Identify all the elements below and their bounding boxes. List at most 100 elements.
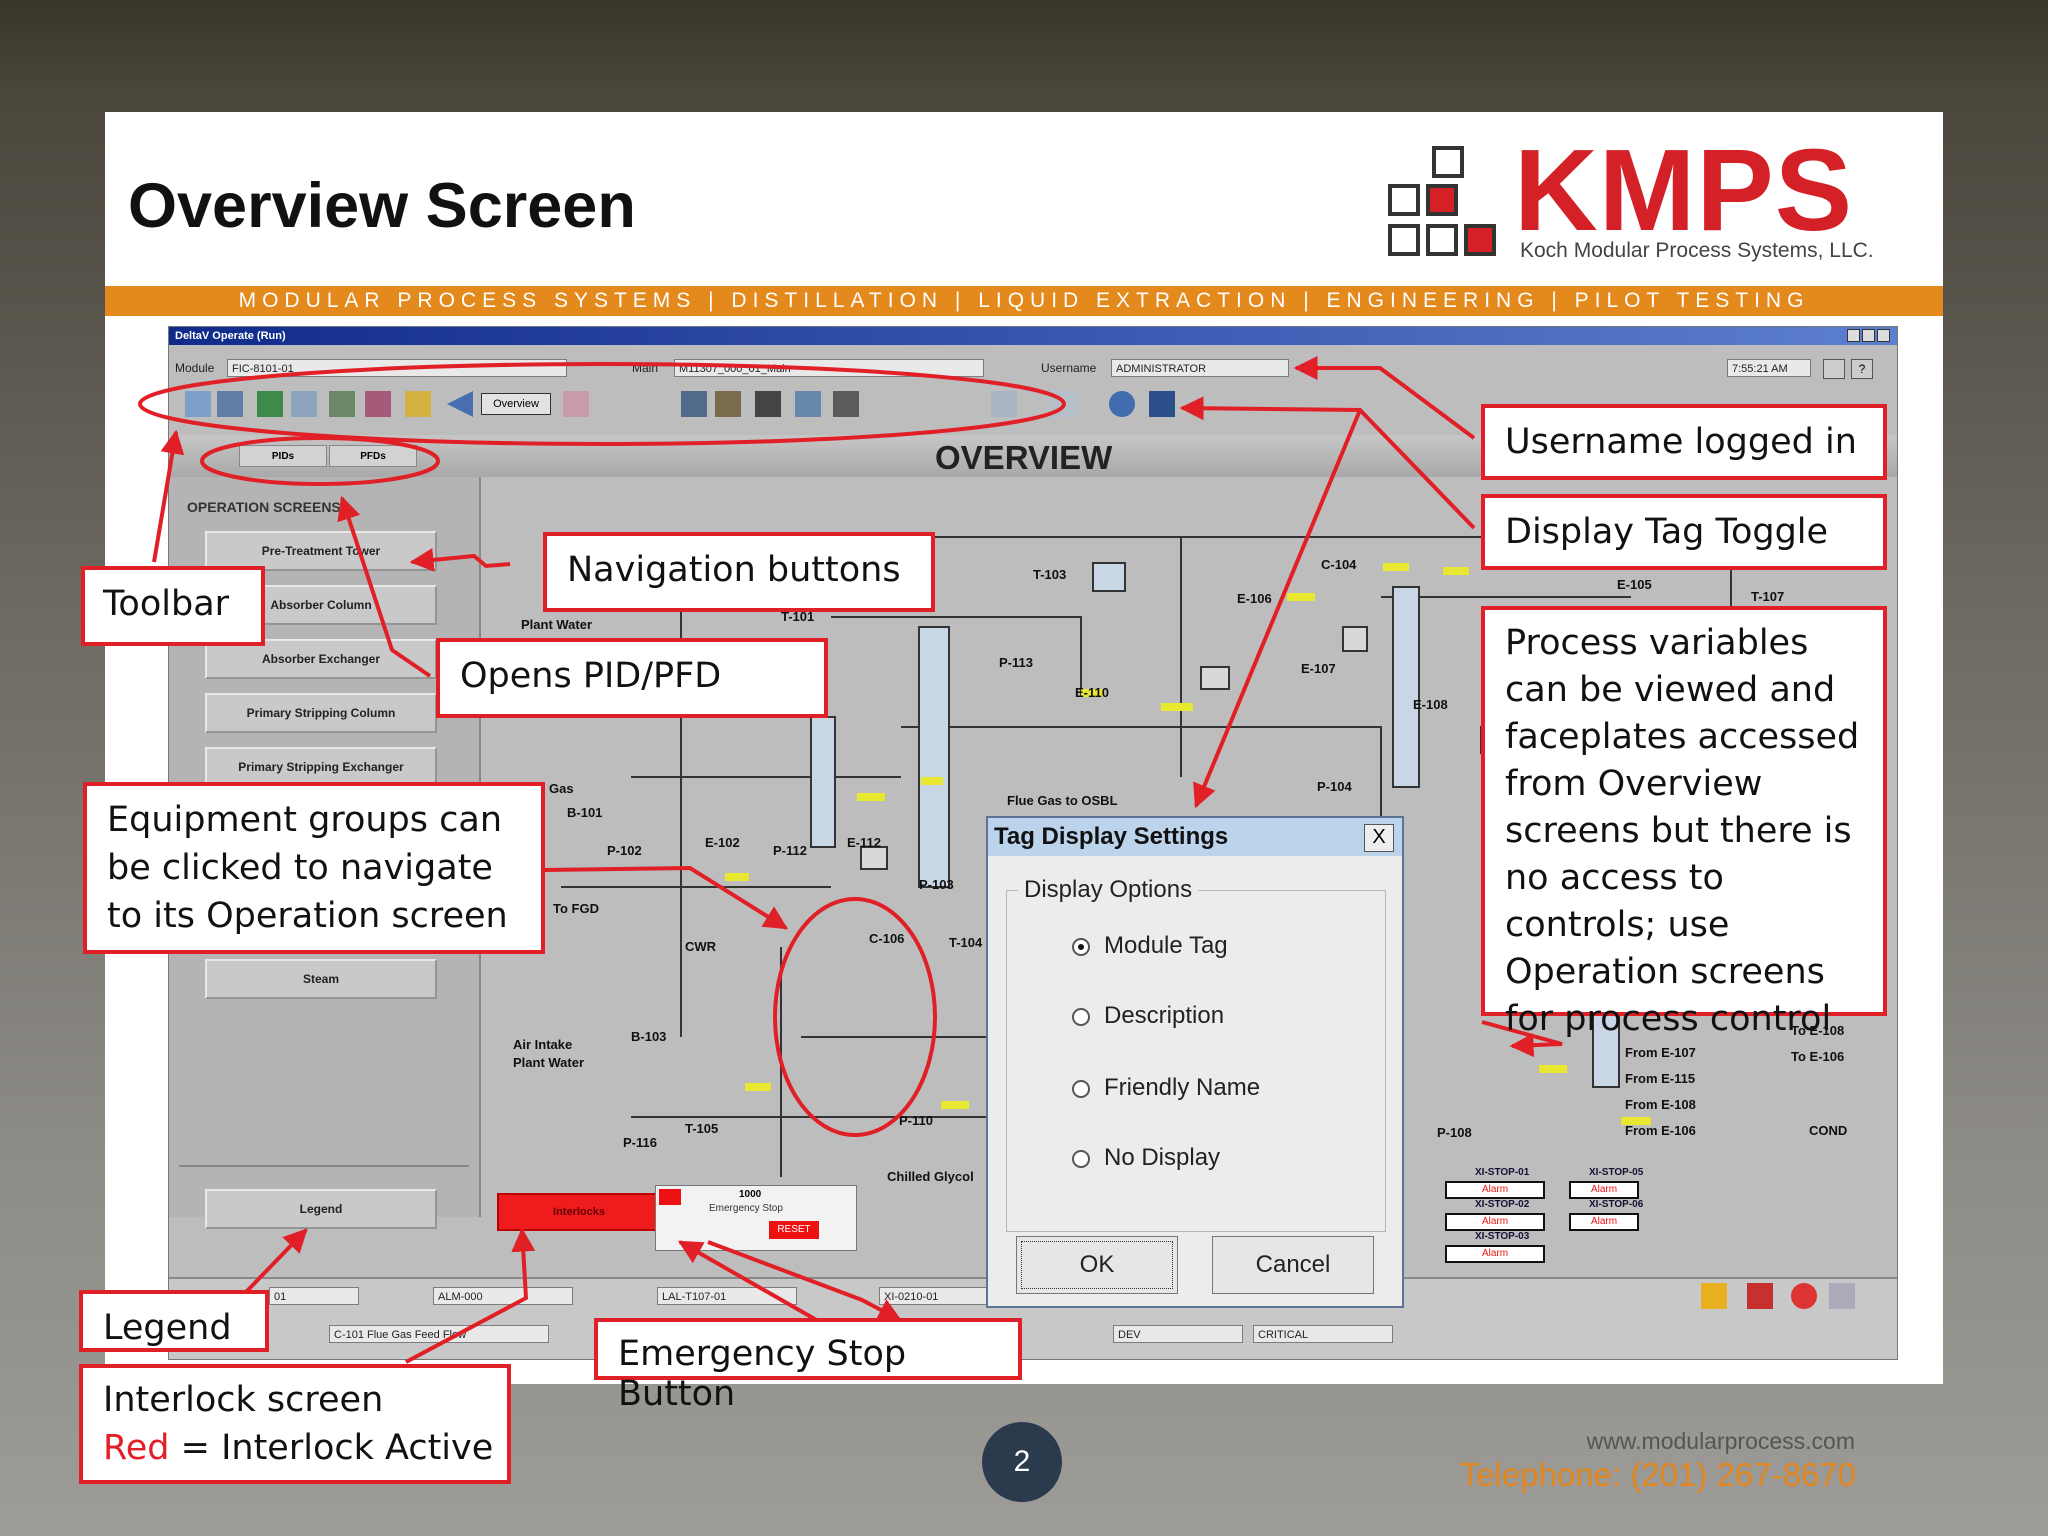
option-label: Description — [1104, 1002, 1225, 1029]
estop-label: Emergency Stop — [709, 1203, 783, 1214]
cancel-button[interactable]: Cancel — [1212, 1236, 1374, 1294]
nav-button-primary-stripping-column[interactable]: Primary Stripping Column — [205, 693, 437, 733]
stream-label: To E-106 — [1791, 1049, 1845, 1064]
estop-indicator — [659, 1189, 681, 1205]
equip-label: P-110 — [899, 1113, 933, 1128]
equip-label: T-103 — [1033, 567, 1067, 582]
home-icon[interactable] — [185, 391, 211, 417]
help-icon[interactable]: ? — [1851, 359, 1873, 379]
equip-label: P-103 — [919, 877, 954, 892]
stream-label: From E-108 — [1625, 1097, 1696, 1112]
estop-status: XI-STOP-05 — [1589, 1167, 1644, 1178]
display-icon[interactable] — [563, 391, 589, 417]
option-label: No Display — [1104, 1144, 1221, 1171]
estop-status-alarm[interactable]: Alarm — [1445, 1213, 1545, 1231]
tab-pfds[interactable]: PFDs — [329, 445, 417, 467]
equip-label: T-101 — [781, 609, 815, 624]
alarm-tag[interactable]: LAL-T107-01 — [657, 1287, 797, 1305]
ok-button[interactable]: OK — [1016, 1236, 1178, 1294]
equip-label: C-106 — [869, 931, 905, 946]
footer-phone: Telephone: (201) 267-8670 — [1459, 1456, 1856, 1493]
nav-button-steam[interactable]: Steam — [205, 959, 437, 999]
radio-friendly-name[interactable] — [1072, 1080, 1090, 1098]
pin-icon[interactable] — [1823, 359, 1845, 379]
clock-icon[interactable] — [1109, 391, 1135, 417]
deltav-window-title: DeltaV Operate (Run) — [175, 330, 286, 342]
callout-toolbar: Toolbar — [81, 566, 265, 646]
acknowledge-icon[interactable] — [1701, 1283, 1727, 1309]
display-tag-toggle-icon[interactable] — [1149, 391, 1175, 417]
minimize-icon[interactable] — [1847, 329, 1860, 342]
emergency-stop-button[interactable]: RESET — [769, 1221, 819, 1239]
close-icon[interactable]: X — [1364, 824, 1394, 852]
display-options-label: Display Options — [1018, 876, 1199, 904]
interlocks-button[interactable]: Interlocks — [497, 1193, 661, 1231]
event-icon[interactable] — [405, 391, 431, 417]
radio-description[interactable] — [1072, 1008, 1090, 1026]
footer-url: www.modularprocess.com — [1586, 1428, 1855, 1454]
kmps-logo-text: KMPS — [1514, 125, 1854, 255]
window-controls[interactable] — [1847, 329, 1891, 342]
callout-interlock-line2: Red = Interlock Active — [103, 1424, 507, 1472]
stream-label: From E-106 — [1625, 1123, 1696, 1138]
equip-label: T-105 — [685, 1121, 719, 1136]
deltav-title-bar: DeltaV Operate (Run) — [169, 327, 1897, 345]
callout-interlock-rest: = Interlock Active — [169, 1428, 494, 1468]
radio-no-display[interactable] — [1072, 1150, 1090, 1168]
tag-display-settings-dialog: Tag Display Settings X Display Options M… — [986, 816, 1404, 1308]
radio-module-tag[interactable] — [1072, 938, 1090, 956]
close-icon[interactable] — [1877, 329, 1890, 342]
callout-emergency-stop: Emergency Stop Button — [594, 1318, 1022, 1414]
alarm-tag[interactable]: XI-0210-01 — [879, 1287, 999, 1305]
estop-status-alarm[interactable]: Alarm — [1445, 1181, 1545, 1199]
legend-button[interactable]: Legend — [205, 1189, 437, 1229]
option-label: Module Tag — [1104, 932, 1228, 959]
alarm-tag[interactable]: 01 — [269, 1287, 359, 1305]
equip-label: T-104 — [949, 935, 983, 950]
stream-label: Gas — [549, 781, 574, 796]
graph-icon[interactable] — [795, 391, 821, 417]
grid-icon[interactable] — [329, 391, 355, 417]
stream-label: Plant Water — [513, 1055, 585, 1070]
alarm-area: DEV — [1113, 1325, 1243, 1343]
users-icon[interactable] — [715, 391, 741, 417]
estop-status-alarm[interactable]: Alarm — [1569, 1213, 1639, 1231]
callout-process-variables: Process variables can be viewed and face… — [1481, 606, 1887, 1039]
estop-status-alarm[interactable]: Alarm — [1569, 1181, 1639, 1199]
print-icon[interactable] — [217, 391, 243, 417]
alarm-list-icon[interactable] — [365, 391, 391, 417]
equip-label: P-112 — [773, 843, 807, 858]
report-icon[interactable] — [991, 391, 1017, 417]
equip-label: E-105 — [1617, 577, 1652, 592]
callout-username: Username logged in — [1481, 404, 1887, 480]
maximize-icon[interactable] — [1862, 329, 1875, 342]
alarm-tag[interactable]: ALM-000 — [433, 1287, 573, 1305]
help-icon[interactable] — [1829, 1283, 1855, 1309]
stream-label: Air Intake — [513, 1037, 573, 1052]
callout-display-tag-toggle: Display Tag Toggle — [1481, 494, 1887, 570]
stream-label: CWR — [685, 939, 717, 954]
stream-label: COND — [1809, 1123, 1848, 1138]
services-banner: MODULAR PROCESS SYSTEMS | DISTILLATION |… — [105, 286, 1943, 316]
equip-label: P-113 — [999, 655, 1033, 670]
trend-icon[interactable] — [257, 391, 283, 417]
operator-icon[interactable] — [681, 391, 707, 417]
stream-label: Chilled Glycol — [887, 1169, 974, 1184]
callout-interlock-red: Red — [103, 1428, 170, 1468]
chart-icon[interactable] — [291, 391, 317, 417]
tab-pids[interactable]: PIDs — [239, 445, 327, 467]
equip-label: E-112 — [847, 835, 881, 850]
kmps-logo-subtitle: Koch Modular Process Systems, LLC. — [1520, 239, 1874, 262]
diagnostic-icon[interactable] — [755, 391, 781, 417]
silence-icon[interactable] — [1747, 1283, 1773, 1309]
overview-button[interactable]: Overview — [481, 393, 551, 415]
callout-interlock-line1: Interlock screen — [103, 1380, 384, 1420]
overview-title: OVERVIEW — [935, 439, 1113, 476]
tools-icon[interactable] — [833, 391, 859, 417]
equip-label: E-108 — [1413, 697, 1448, 712]
stop-icon[interactable] — [1791, 1283, 1817, 1309]
estop-panel — [655, 1185, 857, 1251]
estop-status-alarm[interactable]: Alarm — [1445, 1245, 1545, 1263]
nav-button-pre-treatment-tower[interactable]: Pre-Treatment Tower — [205, 531, 437, 571]
dialog-title: Tag Display Settings — [988, 818, 1402, 856]
